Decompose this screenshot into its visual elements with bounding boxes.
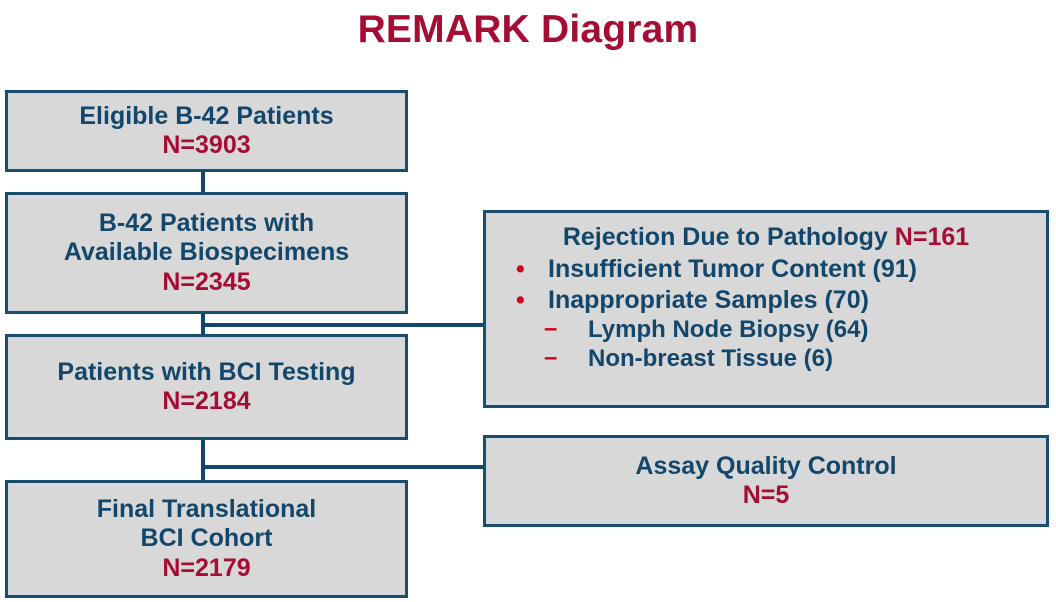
node-assay-line1: Assay Quality Control	[635, 451, 897, 480]
dash-marker-icon: –	[544, 315, 558, 342]
node-final-count: N=2179	[162, 553, 251, 582]
node-assay-quality-control: Assay Quality Control N=5	[483, 435, 1049, 527]
connector-eligible-to-available	[201, 170, 205, 194]
node-final-cohort: Final Translational BCI Cohort N=2179	[5, 480, 408, 598]
list-item-label: Inappropriate Samples (70)	[548, 285, 869, 314]
rejection-heading-count: N=161	[894, 223, 970, 251]
page-title: REMARK Diagram	[357, 8, 699, 51]
node-available-count: N=2345	[162, 267, 251, 296]
node-available-biospecimens: B-42 Patients with Available Biospecimen…	[5, 192, 408, 314]
node-available-line1: B-42 Patients with	[98, 209, 315, 238]
node-bci-testing: Patients with BCI Testing N=2184	[5, 334, 408, 440]
connector-branch-to-assay-qc	[201, 465, 485, 469]
list-subitem-label: Lymph Node Biopsy (64)	[588, 316, 869, 343]
connector-testing-to-final	[201, 438, 205, 482]
connector-branch-to-rejection	[201, 323, 485, 327]
node-bci-testing-count: N=2184	[162, 387, 251, 415]
node-bci-testing-line1: Patients with BCI Testing	[57, 357, 356, 386]
node-available-line2: Available Biospecimens	[63, 238, 350, 267]
dash-marker-icon: –	[544, 344, 558, 372]
list-subitem: – Lymph Node Biopsy (64)	[486, 315, 1046, 344]
rejection-heading: Rejection Due to Pathology N=161	[486, 223, 1046, 252]
list-subitem-label: Non-breast Tissue (6)	[588, 345, 833, 373]
rejection-heading-label: Rejection Due to Pathology	[562, 223, 888, 251]
list-item: • Inappropriate Samples (70)	[486, 285, 1046, 316]
rejection-reason-list: • Insufficient Tumor Content (91) • Inap…	[486, 254, 1046, 374]
node-rejection-pathology: Rejection Due to Pathology N=161 • Insuf…	[483, 210, 1049, 408]
list-subitem: – Non-breast Tissue (6)	[486, 344, 1046, 373]
node-eligible-line1: Eligible B-42 Patients	[79, 101, 334, 130]
node-final-line1: Final Translational	[96, 495, 317, 524]
bullet-dot-icon: •	[516, 285, 525, 314]
node-eligible-patients: Eligible B-42 Patients N=3903	[5, 90, 408, 172]
list-item: • Insufficient Tumor Content (91)	[486, 254, 1046, 285]
node-assay-count: N=5	[742, 481, 790, 509]
node-eligible-count: N=3903	[162, 131, 251, 159]
list-item-label: Insufficient Tumor Content (91)	[548, 255, 917, 283]
node-final-line2: BCI Cohort	[140, 524, 273, 553]
bullet-dot-icon: •	[516, 255, 525, 283]
